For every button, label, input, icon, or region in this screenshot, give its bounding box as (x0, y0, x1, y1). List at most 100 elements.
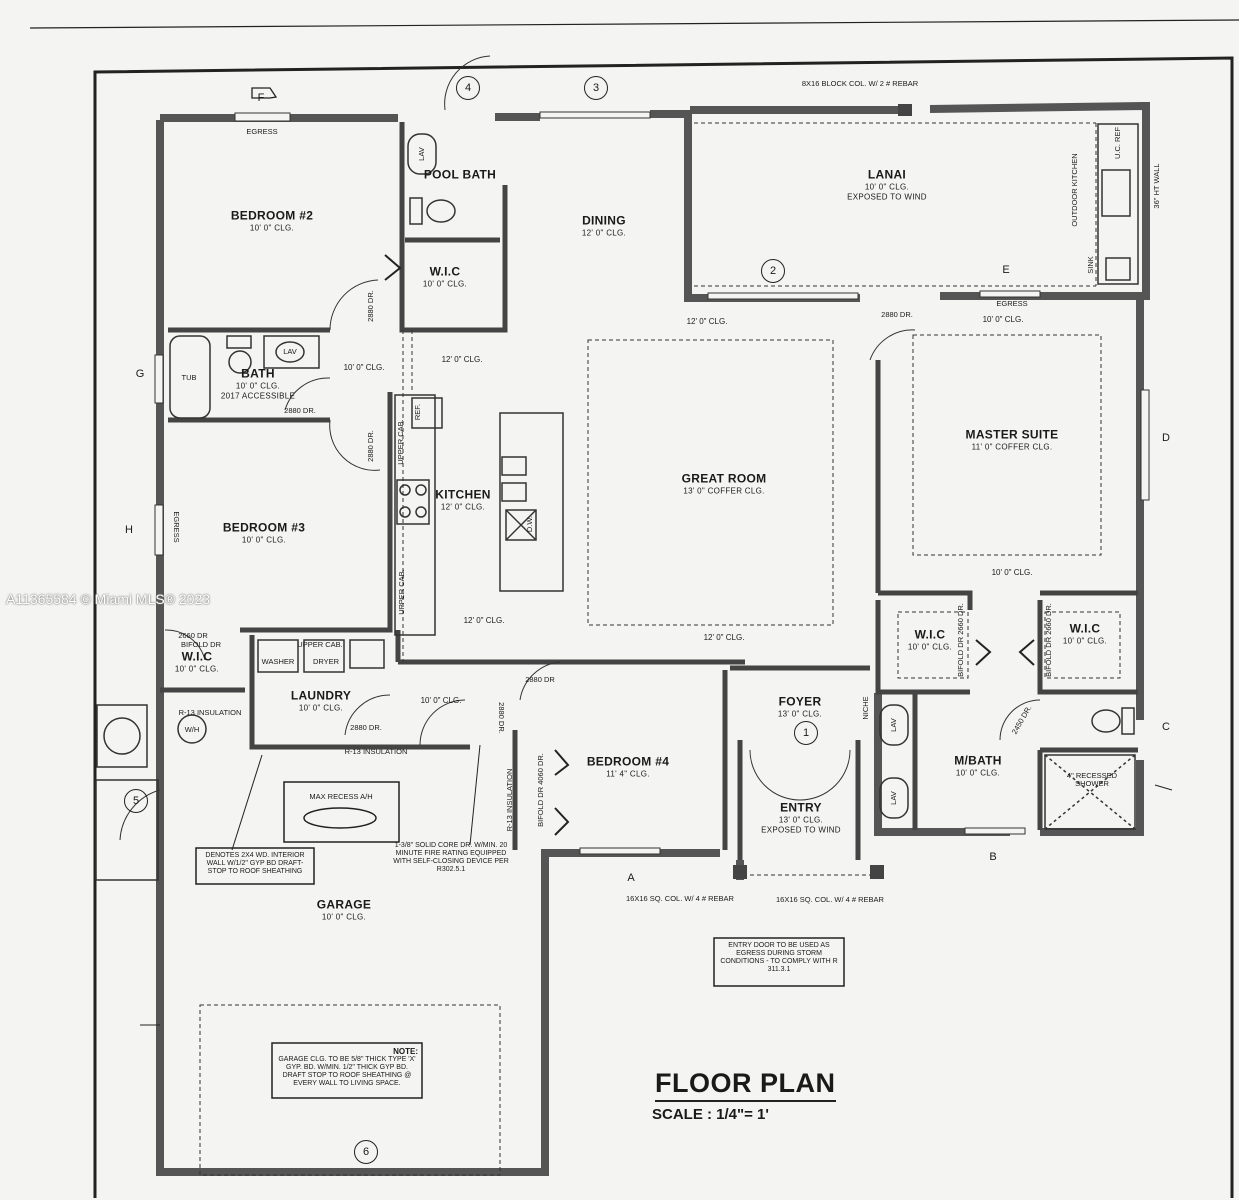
ref-text: REF. (413, 403, 423, 421)
room-name: LAUNDRY (290, 688, 352, 703)
room-ceiling: 10' 0" CLG. (321, 912, 367, 922)
grid-marker-label: E (1002, 264, 1010, 276)
grid-marker-label: A (627, 872, 635, 884)
room-name: BEDROOM #2 (230, 208, 314, 223)
interior-walls (160, 122, 1138, 860)
door-note-text: 1-3/8" SOLID CORE DR. W/MIN. 20 MINUTE F… (393, 842, 509, 874)
grid-marker-5: 5 (124, 789, 148, 813)
block-col-text: 8X16 BLOCK COL. W/ 2 # REBAR (801, 79, 919, 89)
grid-marker-a: A (620, 867, 642, 889)
ceiling-text: 10' 0" CLG. (991, 567, 1033, 577)
bifold-doors (384, 254, 1035, 836)
room-bedroom-4: BEDROOM #4 11' 4" CLG. (586, 754, 670, 779)
room-name: W.I.C (914, 627, 946, 642)
room-name: W.I.C (181, 649, 213, 664)
room-bedroom-2: BEDROOM #2 10' 0" CLG. (230, 208, 314, 233)
room-name: ENTRY (780, 800, 822, 815)
insulation-label: R-13 INSULATION (345, 748, 408, 756)
grid-marker-g: G (129, 363, 151, 385)
door-tag-text: 2880 DR. (366, 430, 376, 462)
insulation-text: R-13 INSULATION (505, 768, 515, 832)
plan-scale: SCALE : 1/4"= 1' (652, 1106, 769, 1123)
egress-text: EGRESS (996, 299, 1028, 309)
grid-marker-label: D (1162, 432, 1170, 444)
grid-marker-f: F (250, 87, 272, 109)
lav-text: LAV (417, 147, 427, 161)
room-name: BATH (241, 366, 275, 381)
upper-cab-text: UPPER CAB. (297, 640, 343, 650)
wall-note-text: DENOTES 2X4 WD. INTERIOR WALL W/1/2" GYP… (205, 852, 305, 876)
room-kitchen: KITCHEN 12' 0" CLG. (435, 488, 490, 512)
insulation-text: R-13 INSULATION (178, 708, 242, 718)
ceiling-text: 12' 0" CLG. (703, 632, 745, 642)
ceiling-callout: 12' 0" CLG. (441, 354, 483, 364)
room-pool-bath: POOL BATH (424, 168, 496, 182)
insulation-label: R-13 INSULATION (179, 709, 242, 717)
room-name: LANAI (867, 167, 907, 182)
windows (154, 111, 1150, 855)
egress-label: EGRESS (172, 511, 181, 542)
wall-note: DENOTES 2X4 WD. INTERIOR WALL W/1/2" GYP… (198, 852, 312, 876)
room-ceiling: 10' 0" CLG. (422, 279, 468, 289)
grid-marker-e: E (995, 259, 1017, 281)
room-name: BEDROOM #4 (586, 754, 670, 769)
room-foyer: FOYER 13' 0" CLG. (778, 695, 822, 719)
wh-text: W/H (184, 725, 200, 735)
ceiling-text: 12' 0" CLG. (463, 615, 505, 625)
bifold-label: BIFOLD DR 2660 DR. (956, 603, 966, 677)
door-tag-text: 2660 DR (178, 631, 208, 641)
plan-title: FLOOR PLAN (655, 1068, 836, 1102)
room-note: EXPOSED TO WIND (761, 825, 841, 835)
bifold-text: BIFOLD DR 2660 DR. (956, 603, 966, 677)
door-tag: 2880 DR. (350, 724, 382, 732)
bath-fixtures (169, 133, 1136, 830)
washer-text: WASHER (261, 657, 295, 667)
grid-marker-2: 2 (761, 259, 785, 283)
bifold-text: BIFOLD DR 2660 DR. (1044, 603, 1054, 677)
room-name: W.I.C (429, 264, 461, 279)
col-text: 16X16 SQ. COL. W/ 4 # REBAR (776, 895, 884, 905)
door-tag-text: 2880 DR. (496, 702, 506, 734)
room-ceiling: 10' 0" CLG. (298, 703, 344, 713)
door-tag-text: BIFOLD DR (180, 640, 222, 650)
ceiling-callout: 10' 0" CLG. (991, 567, 1033, 577)
grid-marker-1: 1 (794, 721, 818, 745)
grid-marker-label: G (135, 368, 145, 380)
grid-marker-label: 3 (592, 82, 600, 94)
entry-note-text: ENTRY DOOR TO BE USED AS EGRESS DURING S… (720, 942, 838, 974)
grid-marker-label: C (1162, 721, 1170, 733)
room-name: MASTER SUITE (965, 427, 1059, 442)
room-ceiling: 11' 4" CLG. (606, 769, 650, 779)
block-col-label: 8X16 BLOCK COL. W/ 2 # REBAR (800, 80, 920, 88)
room-name: M/BATH (954, 753, 1002, 768)
watermark: A11365584 © Miami MLS® 2023 (6, 591, 211, 607)
egress-text: EGRESS (246, 127, 278, 137)
ceiling-callout: 10' 0" CLG. (420, 695, 462, 705)
grid-hex-f (251, 87, 278, 99)
room-master-suite: MASTER SUITE 11' 0" COFFER CLG. (965, 427, 1059, 452)
room-ceiling: 10' 0" CLG. (1062, 636, 1108, 646)
door-note: 1-3/8" SOLID CORE DR. W/MIN. 20 MINUTE F… (386, 842, 516, 874)
room-laundry: LAUNDRY 10' 0" CLG. (290, 688, 352, 713)
grid-marker-b: B (982, 846, 1004, 868)
lav-label: LAV (889, 718, 898, 732)
room-name: GARAGE (316, 897, 372, 912)
dw-text: D.W. (525, 515, 535, 533)
upper-cab-text: UPPER CAB. (397, 569, 407, 615)
grid-marker-label: F (257, 92, 265, 104)
ceiling-text: 12' 0" CLG. (441, 354, 483, 364)
col-text: 16X16 SQ. COL. W/ 4 # REBAR (626, 894, 734, 904)
upper-cab-text: UPPER CAB. (396, 419, 406, 465)
tub-text: TUB (181, 373, 197, 383)
room-ceiling: 10' 0" CLG. (907, 642, 953, 652)
grid-marker-c: C (1155, 716, 1177, 738)
room-note: EXPOSED TO WIND (847, 192, 927, 202)
door-tag: 2880 DR. (366, 290, 375, 322)
bifold-text: BIFOLD DR 4060 DR. (536, 753, 546, 827)
lav-text: LAV (283, 347, 297, 357)
insulation-label: R-13 INSULATION (505, 768, 515, 832)
uc-ref-text: U.C. REF (1113, 126, 1123, 160)
ceiling-text: 10' 0" CLG. (420, 695, 462, 705)
ceiling-callout: 12' 0" CLG. (463, 615, 505, 625)
